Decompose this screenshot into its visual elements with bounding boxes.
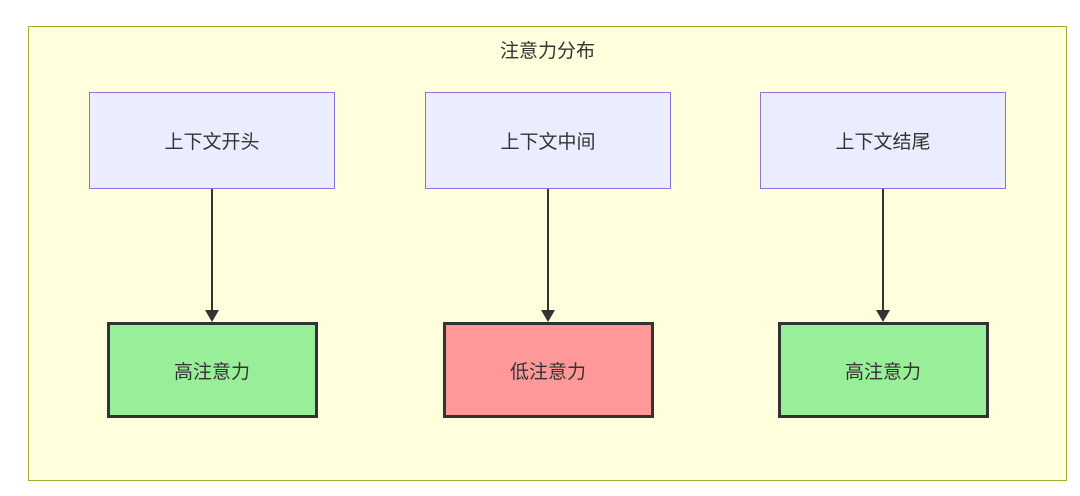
arrow-line xyxy=(882,189,884,310)
context-begin-node: 上下文开头 xyxy=(89,92,335,189)
context-middle-node: 上下文中间 xyxy=(425,92,671,189)
arrowhead-icon xyxy=(876,310,890,322)
attention-distribution-cluster: 注意力分布 上下文开头 高注意力 上下文中间 低注意力 上下文结尾 高注意力 xyxy=(28,26,1067,481)
arrow-end xyxy=(876,189,890,322)
flow-column-end: 上下文结尾 高注意力 xyxy=(760,92,1006,418)
flow-column-middle: 上下文中间 低注意力 xyxy=(425,92,671,418)
context-end-node: 上下文结尾 xyxy=(760,92,1006,189)
cluster-title: 注意力分布 xyxy=(499,41,595,62)
high-attention-node: 高注意力 xyxy=(777,322,989,418)
arrow-line xyxy=(547,189,549,310)
arrow-begin xyxy=(205,189,219,322)
low-attention-node: 低注意力 xyxy=(442,322,654,418)
arrowhead-icon xyxy=(541,310,555,322)
arrow-middle xyxy=(541,189,555,322)
flow-column-begin: 上下文开头 高注意力 xyxy=(89,92,335,418)
arrowhead-icon xyxy=(205,310,219,322)
arrow-line xyxy=(211,189,213,310)
high-attention-node: 高注意力 xyxy=(106,322,318,418)
